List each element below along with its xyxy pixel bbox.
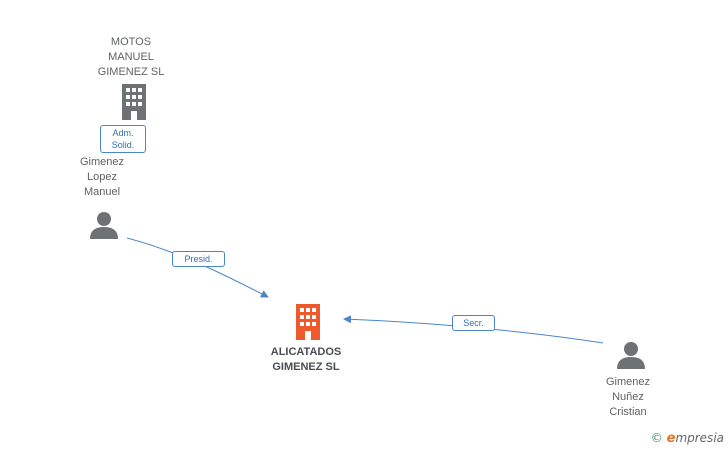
node-label-alicatados-gimenez: ALICATADOS GIMENEZ SL xyxy=(270,346,342,373)
empresia-watermark: © empresia xyxy=(651,431,724,446)
node-label-gimenez-lopez-manuel: Gimenez Lopez Manuel xyxy=(79,156,125,198)
copyright-symbol: © xyxy=(650,431,663,445)
person-icon[interactable] xyxy=(89,210,119,240)
edge-label-adm-solid: Adm. Solid. xyxy=(100,125,146,153)
building-icon[interactable] xyxy=(118,84,150,120)
edge-label-secr: Secr. xyxy=(452,315,495,331)
brand-initial: e xyxy=(666,431,676,446)
edge-label-presid: Presid. xyxy=(172,251,225,267)
node-label-motos-manuel-gimenez: MOTOS MANUEL GIMENEZ SL xyxy=(97,36,165,78)
node-label-gimenez-nunez-cristian: Gimenez Nuñez Cristian xyxy=(605,376,651,418)
person-icon[interactable] xyxy=(616,340,646,370)
edge-presid xyxy=(126,237,269,298)
brand-name: mpresia xyxy=(675,431,724,445)
building-icon[interactable] xyxy=(292,304,324,340)
